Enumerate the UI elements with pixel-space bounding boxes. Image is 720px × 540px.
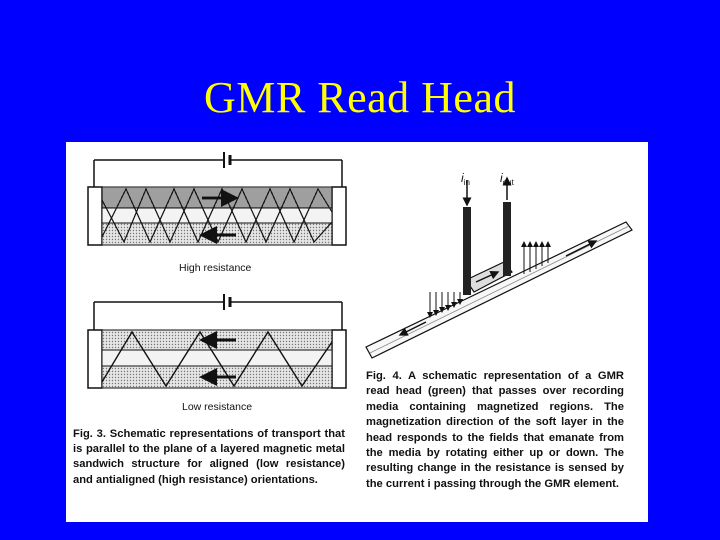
figure-4-caption: Fig. 4. A schematic representation of a … (366, 369, 624, 492)
figure-3-caption: Fig. 3. Schematic representations of tra… (73, 427, 345, 488)
slide-title: GMR Read Head (204, 73, 516, 122)
figure-3-caption-text: Schematic representations of transport t… (73, 428, 345, 486)
high-resistance-diagram: High resistance (87, 152, 347, 274)
low-resistance-diagram: Low resistance (87, 294, 347, 413)
low-resistance-label: Low resistance (182, 401, 252, 413)
figure-image: High resistance Low resistance (66, 142, 648, 522)
read-head-diagram: iin iout (365, 171, 633, 359)
figure-3-caption-label: Fig. 3. (73, 428, 106, 440)
figure-drawing: High resistance Low resistance (87, 152, 633, 413)
current-in-label: iin (461, 171, 470, 187)
current-out-label: iout (500, 171, 515, 187)
high-resistance-label: High resistance (179, 262, 252, 274)
figure-4-caption-text: A schematic representation of a GMR read… (366, 370, 624, 490)
figure-4-caption-label: Fig. 4. (366, 370, 402, 382)
